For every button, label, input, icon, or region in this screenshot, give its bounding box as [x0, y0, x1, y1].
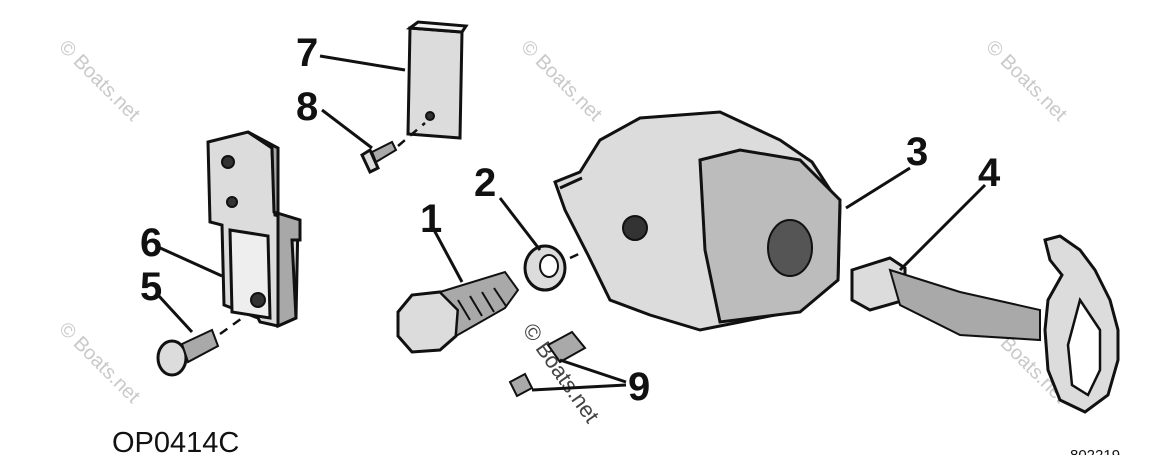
- drawing-code: OP0414C: [112, 427, 239, 455]
- callout-7: 7: [296, 31, 318, 75]
- watermark: © Boats.net: [518, 319, 605, 428]
- part-lock-washer: [523, 233, 621, 292]
- part-number-partial: 802219: [1070, 447, 1120, 455]
- part-housing: [553, 110, 842, 332]
- callout-4: 4: [978, 151, 1001, 195]
- callout-1: 1: [420, 197, 442, 241]
- watermark: © Boats.net: [54, 36, 144, 126]
- callout-6: 6: [140, 221, 162, 265]
- watermark: © Boats.net: [981, 36, 1071, 126]
- callout-numbers: 1 2 3 4 5 6 7 8 9: [140, 31, 1001, 409]
- callout-3: 3: [906, 130, 928, 174]
- part-hex-bolt: [396, 270, 520, 354]
- part-pins: [508, 330, 587, 398]
- callout-9: 9: [628, 365, 650, 409]
- part-screw-small: [360, 122, 426, 175]
- part-shift-lever: [850, 234, 1120, 414]
- part-screw-large: [156, 314, 246, 377]
- watermark: © Boats.net: [516, 36, 606, 126]
- callout-2: 2: [474, 161, 496, 205]
- callout-5: 5: [140, 265, 162, 309]
- callout-8: 8: [296, 85, 318, 129]
- part-bracket: [206, 130, 302, 329]
- leader-lines: [156, 54, 987, 392]
- part-plate: [405, 20, 469, 140]
- watermarks: © Boats.net © Boats.net © Boats.net © Bo…: [54, 36, 1071, 427]
- watermark: © Boats.net: [54, 318, 144, 408]
